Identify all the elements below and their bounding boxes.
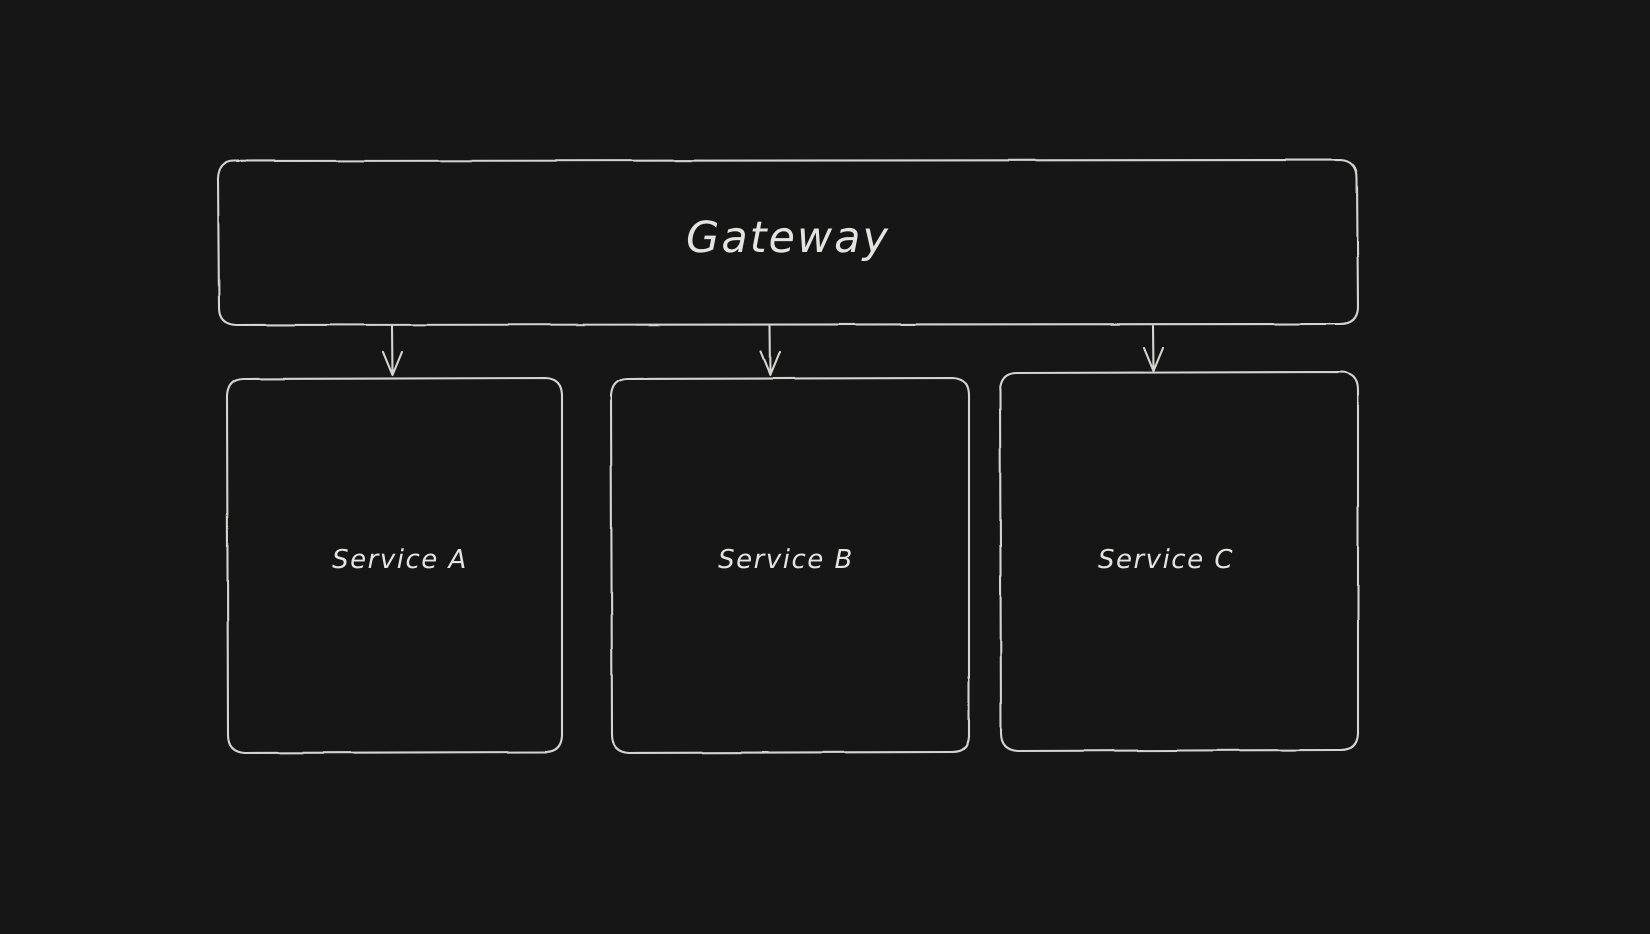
edge-gateway-service-c[interactable] <box>1142 324 1165 373</box>
edge-gateway-service-a[interactable] <box>381 324 404 377</box>
node-gateway-shape[interactable] <box>216 158 1360 327</box>
node-label-gateway: Gateway <box>686 213 890 263</box>
node-service-a-shape[interactable] <box>225 376 564 755</box>
edge-gateway-service-b[interactable] <box>759 324 782 377</box>
node-label-service-c: Service C <box>1097 545 1235 575</box>
node-service-b-shape[interactable] <box>609 376 971 755</box>
node-service-c-shape[interactable] <box>998 370 1360 753</box>
node-label-service-a: Service A <box>332 545 468 575</box>
node-label-service-b: Service B <box>718 545 854 575</box>
